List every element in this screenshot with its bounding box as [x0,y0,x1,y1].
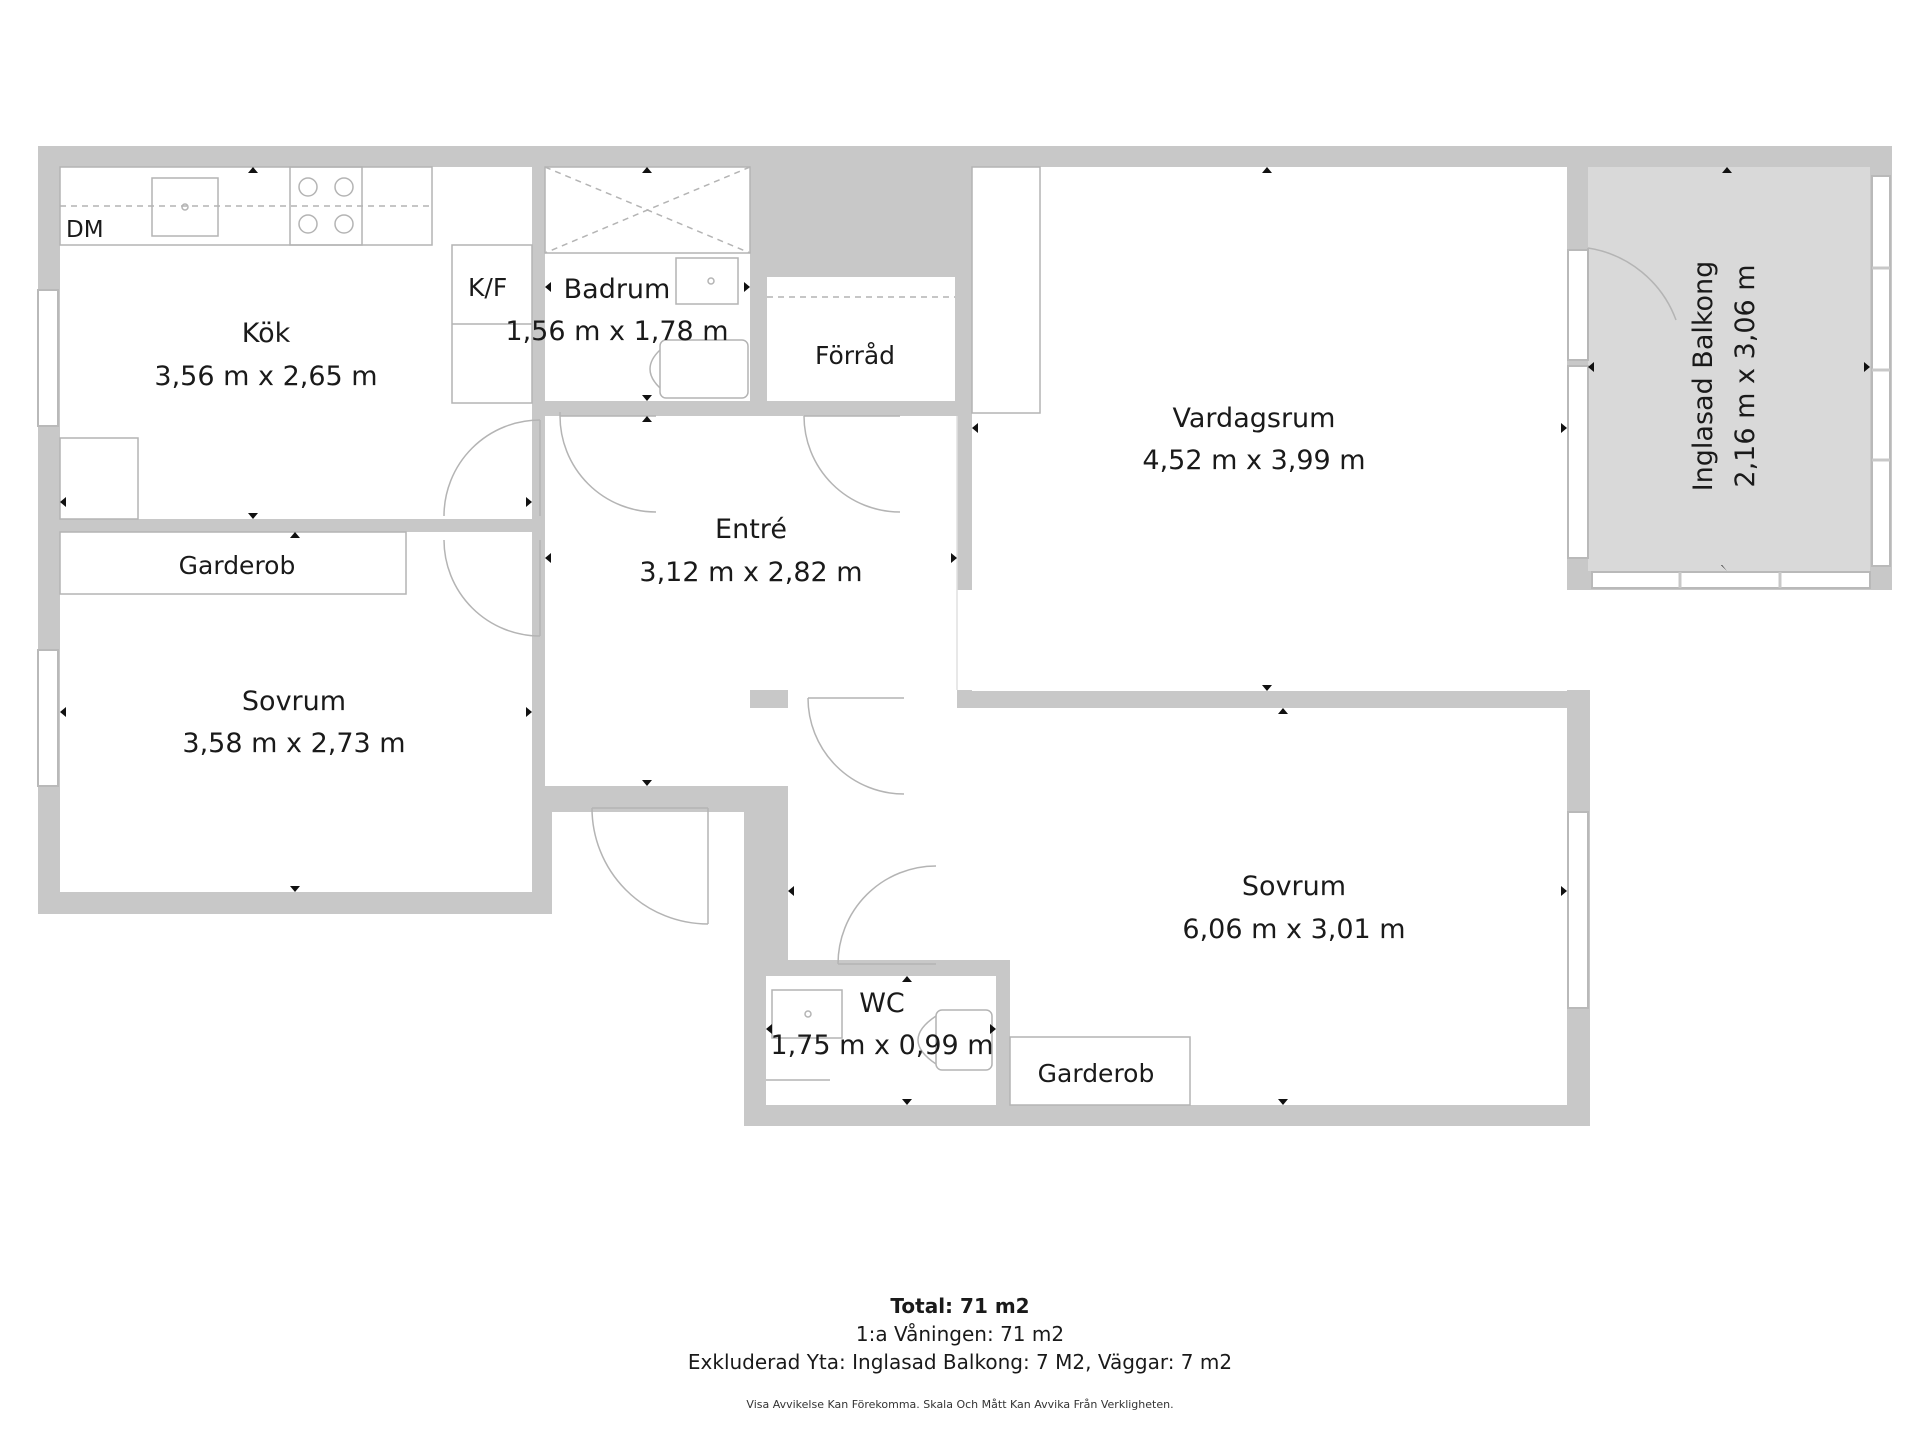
room-floors [60,167,1870,1105]
label-kf: K/F [468,273,507,302]
door-sovrum1 [443,539,541,637]
door-kok [443,419,541,517]
entre-size: 3,12 m x 2,82 m [639,557,862,588]
fixtures [59,166,1191,1106]
door-badrum [559,412,657,513]
shower-icon [544,166,751,254]
garderob-sovrum2 [1009,1036,1191,1106]
floor-area: 1:a Våningen: 71 m2 [855,1322,1065,1346]
door-sovrum2 [807,697,905,795]
kok-floor [60,167,532,519]
balkong-floor [1588,167,1870,571]
inner-walls [750,690,1010,1105]
balkong-size: 2,16 m x 3,06 m [1730,264,1761,487]
balkong-name: Inglasad Balkong [1688,261,1719,492]
kok-size: 3,56 m x 2,65 m [154,361,377,392]
window-mullions [1678,266,1890,588]
sovrum2-size: 6,06 m x 3,01 m [1182,914,1405,945]
window-sovrum2 [1567,811,1589,1009]
wc-floor [766,976,996,1105]
windows [37,175,1891,1009]
door-forrad [803,415,901,513]
door-entrance [591,807,709,925]
kitchen-sink-icon [151,177,219,237]
bathroom-sink-icon [675,257,739,305]
label-forrad: Förråd [815,341,895,370]
entre-name: Entré [715,514,787,545]
sovrum1-floor [60,532,532,892]
window-vardagsrum-lower [1567,365,1589,559]
window-sovrum1 [37,649,59,787]
wc-toilet-icon [935,1009,993,1071]
sovrum1-size: 3,58 m x 2,73 m [182,728,405,759]
toilet-icon [659,339,749,399]
window-vardagsrum-upper [1567,249,1589,361]
entre-lower-floor [545,690,750,786]
room-labels: DM K/F Kök 3,56 m x 2,65 m Badrum 1,56 m… [66,217,1761,1088]
badrum-name: Badrum [564,274,671,305]
sovrum1-name: Sovrum [242,686,346,717]
label-garderob-sovrum2: Garderob [1038,1059,1155,1088]
stove-icon [289,166,363,246]
wc-size: 1,75 m x 0,99 m [770,1030,993,1061]
kok-name: Kök [242,318,291,349]
measurement-arrows [60,167,1870,1105]
door-balkong [1587,247,1677,360]
excluded-area: Exkluderad Yta: Inglasad Balkong: 7 M2, … [687,1350,1233,1374]
label-garderob-sovrum1: Garderob [179,551,296,580]
total-area: Total: 71 m2 [890,1294,1030,1318]
wc-name: WC [859,988,905,1019]
badrum-floor [545,167,750,401]
sovrum2-name: Sovrum [1242,871,1346,902]
label-dm: DM [66,217,104,243]
door-wc [837,865,937,965]
doors [443,247,1677,965]
window-kok [37,289,59,427]
forrad-floor [767,277,955,401]
disclaimer: Visa Avvikelse Kan Förekomma. Skala Och … [746,1398,1174,1411]
vardagsrum-cabinet [971,166,1041,414]
kitchen-cabinet [59,437,139,520]
garderob-sovrum1 [59,531,407,595]
vardagsrum-floor [972,167,1567,691]
vardagsrum-size: 4,52 m x 3,99 m [1142,445,1365,476]
wc-sink-icon [771,989,843,1039]
vardagsrum-name: Vardagsrum [1173,403,1336,434]
badrum-size: 1,56 m x 1,78 m [505,316,728,347]
window-balkong-bottom [1591,571,1871,589]
